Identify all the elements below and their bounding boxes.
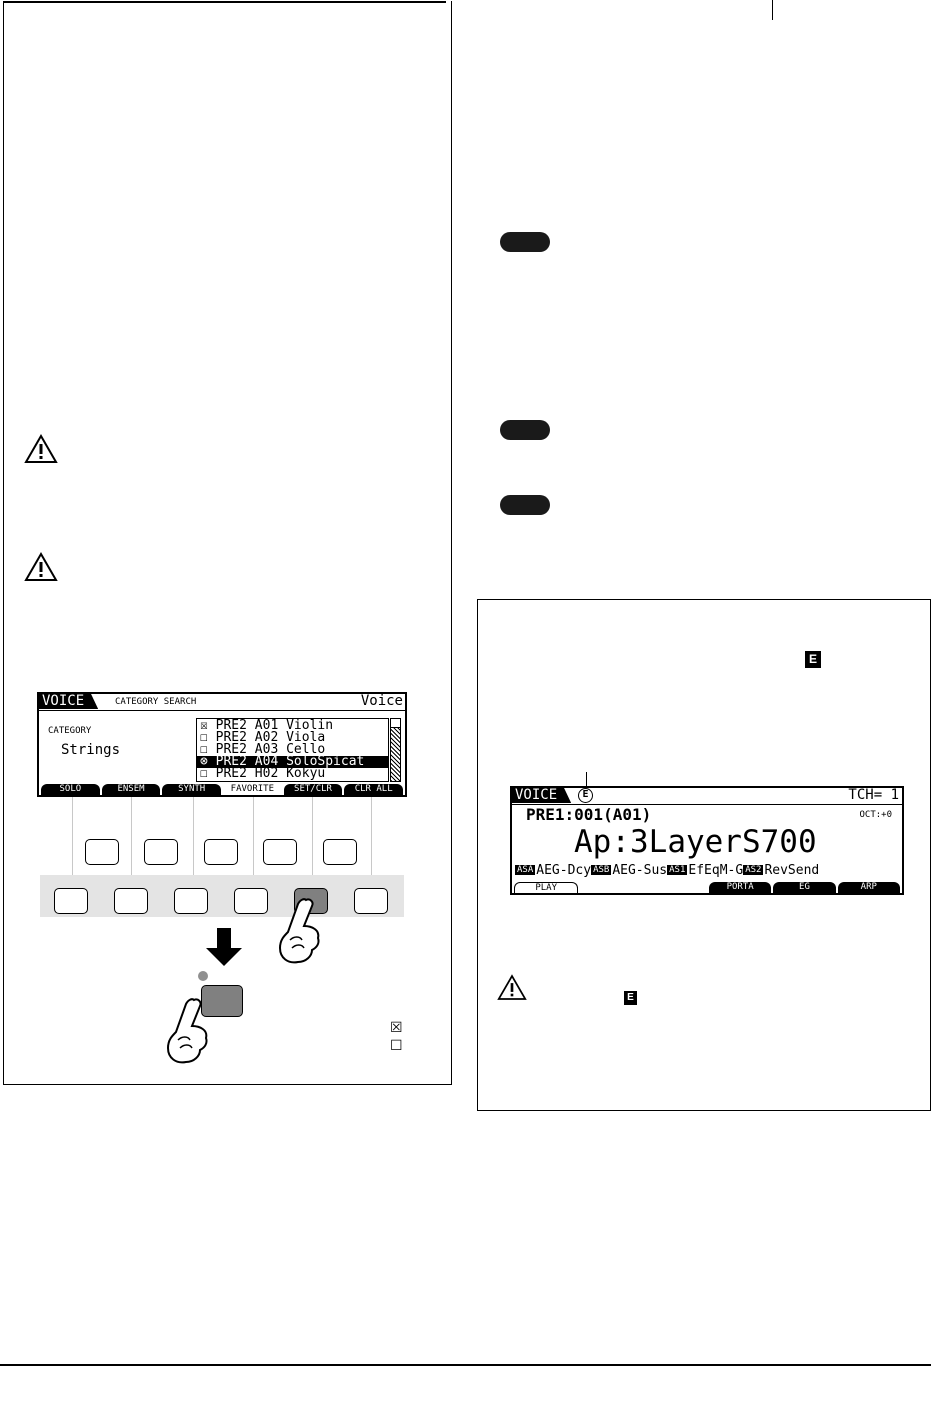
sub-function-button-5[interactable] <box>323 839 357 865</box>
octave: OCT:+0 <box>859 810 892 820</box>
assign-tag: AS1 <box>667 865 688 875</box>
assign-value: AEG-Dcy <box>536 863 592 878</box>
tab-synth[interactable]: SYNTH <box>162 784 222 795</box>
transmit-channel: TCH= 1 <box>848 787 899 803</box>
assign-tag: ASB <box>591 865 612 875</box>
assign-value: AEG-Sus <box>612 863 668 878</box>
enter-button[interactable] <box>201 985 243 1017</box>
list-item-selected[interactable]: ⊗ PRE2 A04 SoloSpicat <box>197 754 388 769</box>
list-item[interactable]: ☐ PRE2 A02 Viola <box>200 730 326 745</box>
category-value: Strings <box>61 742 121 758</box>
assign-tag: AS2 <box>743 865 764 875</box>
sub-function-button-1[interactable] <box>85 839 119 865</box>
tab-empty <box>580 882 643 893</box>
tab-clr-all[interactable]: CLR ALL <box>344 784 404 795</box>
list-scrollbar[interactable] <box>390 718 401 782</box>
category-search-display: VOICE CATEGORY SEARCH Voice CATEGORY Str… <box>37 692 407 797</box>
caution-icon <box>497 974 527 1000</box>
tab-favorite[interactable]: FAVORITE <box>223 784 282 795</box>
sub-function-button-2[interactable] <box>144 839 178 865</box>
tab-play[interactable]: PLAY <box>514 882 579 893</box>
header-title: CATEGORY SEARCH <box>115 697 197 707</box>
header-tag: VOICE <box>39 694 99 709</box>
caution-icon <box>24 434 58 463</box>
column-divider <box>772 0 773 20</box>
hand-icon <box>166 998 208 1064</box>
edit-indicator-icon: E <box>805 651 821 668</box>
caution-icon <box>24 552 58 581</box>
voice-name: Ap:3LayerS700 <box>574 824 817 860</box>
function-button-6[interactable] <box>354 888 388 914</box>
top-rule <box>3 1 446 3</box>
callout-line <box>586 772 587 792</box>
category-label: CATEGORY <box>48 726 92 736</box>
checkbox-icon: ☐ <box>390 1037 403 1053</box>
tab-set-clr[interactable]: SET/CLR <box>283 784 343 795</box>
list-item[interactable]: ☐ PRE2 A03 Cello <box>200 742 326 757</box>
tab-solo[interactable]: SOLO <box>41 784 100 795</box>
edit-indicator-icon: E <box>578 788 593 803</box>
sub-function-button-3[interactable] <box>204 839 238 865</box>
note-badge <box>500 420 550 440</box>
checkbox-icon: ☐ <box>200 742 208 757</box>
down-arrow-icon <box>206 928 242 966</box>
tab-empty <box>644 882 707 893</box>
display-header: VOICE CATEGORY SEARCH Voice <box>39 694 405 711</box>
checkbox-icon: ☐ <box>200 766 208 781</box>
button-strip <box>40 875 404 917</box>
checkbox-checked-icon: ⊗ <box>200 754 208 769</box>
led-indicator <box>198 971 208 981</box>
assign-value: EfEqM-G <box>688 863 744 878</box>
list-item[interactable]: ☒ PRE2 A01 Violin <box>200 718 334 733</box>
tab-ensem[interactable]: ENSEM <box>101 784 161 795</box>
edit-indicator-icon: E <box>624 991 637 1005</box>
voice-play-display: VOICE E TCH= 1 PRE1:001(A01) OCT:+0 Ap:3… <box>510 786 904 895</box>
function-tabs: SOLO ENSEM SYNTH FAVORITE SET/CLR CLR AL… <box>39 784 405 795</box>
voice-list[interactable]: ☒ PRE2 A01 Violin ☐ PRE2 A02 Viola ☐ PRE… <box>196 718 389 782</box>
display-header: VOICE E TCH= 1 <box>512 788 902 805</box>
checkbox-checked-icon: ☒ <box>390 1019 403 1035</box>
checkbox-icon: ☐ <box>200 730 208 745</box>
list-item[interactable]: ☐ PRE2 H02 Kokyu <box>200 766 326 781</box>
footer-rule <box>0 1364 931 1366</box>
function-tabs: PLAY PORTA EG ARP <box>512 882 902 893</box>
tab-arp[interactable]: ARP <box>837 882 900 893</box>
tab-eg[interactable]: EG <box>773 882 836 893</box>
function-button-4[interactable] <box>234 888 268 914</box>
hand-icon <box>278 898 320 964</box>
header-tag: VOICE <box>512 788 572 803</box>
voice-number: PRE1:001(A01) <box>526 805 652 824</box>
note-badge <box>500 495 550 515</box>
checkbox-checked-icon: ☒ <box>200 718 208 733</box>
sub-function-button-4[interactable] <box>263 839 297 865</box>
assign-tag: ASA <box>515 865 536 875</box>
note-badge <box>500 232 550 252</box>
assign-value: RevSend <box>764 863 820 878</box>
function-button-1[interactable] <box>54 888 88 914</box>
function-button-3[interactable] <box>174 888 208 914</box>
tab-porta[interactable]: PORTA <box>708 882 772 893</box>
function-button-2[interactable] <box>114 888 148 914</box>
header-right: Voice <box>360 693 403 709</box>
left-info-box <box>3 1 452 1085</box>
